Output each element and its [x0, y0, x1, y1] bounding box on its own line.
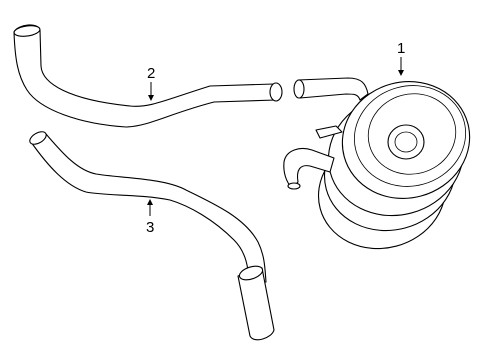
- callout-1-label: 1: [397, 40, 405, 57]
- callout-2-label: 2: [147, 65, 155, 82]
- callout-3-label: 3: [146, 219, 154, 236]
- callout-2: 2: [147, 65, 155, 101]
- hose-part-2: [13, 24, 283, 128]
- callout-3: 3: [146, 199, 154, 236]
- callout-1: 1: [397, 40, 405, 76]
- oil-cooler-part-1: [283, 77, 471, 250]
- hose-part-3: [29, 131, 275, 341]
